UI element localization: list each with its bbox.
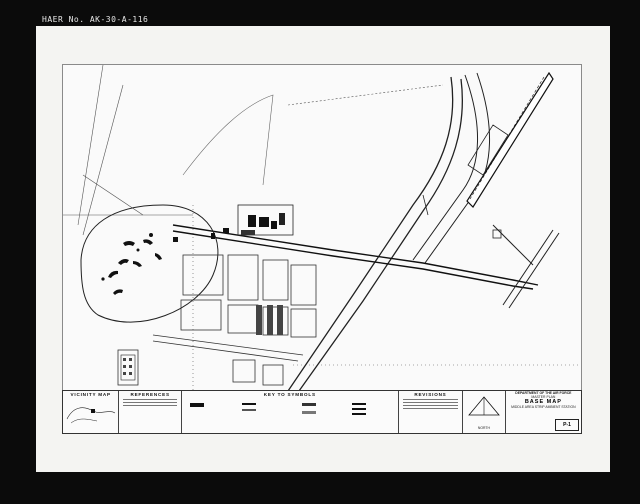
title-block: VICINITY MAP REFERENCES KEY TO SYMBOLS R… bbox=[62, 390, 582, 434]
station-name: MIDDLE AREA STRIP AMBIENT STATION bbox=[511, 405, 576, 409]
divider bbox=[123, 399, 177, 400]
drawing-title-panel: DEPARTMENT OF THE AIR FORCE MASTER PLAN … bbox=[506, 391, 581, 433]
department: DEPARTMENT OF THE AIR FORCE bbox=[515, 391, 572, 395]
housing-grid bbox=[117, 254, 317, 386]
sheet-number: P-1 bbox=[554, 419, 579, 431]
divider bbox=[402, 399, 459, 400]
divider bbox=[402, 405, 459, 406]
north-arrow-icon bbox=[468, 396, 500, 416]
access-road bbox=[412, 72, 490, 264]
contour bbox=[182, 94, 274, 186]
references-panel: REFERENCES bbox=[119, 391, 182, 433]
divider bbox=[123, 405, 177, 406]
base-map bbox=[62, 64, 582, 392]
plan-type: MASTER PLAN bbox=[531, 395, 556, 399]
drawing-title: BASE MAP bbox=[524, 399, 562, 405]
divider bbox=[123, 402, 177, 403]
revisions-panel: REVISIONS bbox=[399, 391, 464, 433]
housing-blocks bbox=[120, 305, 283, 381]
references-title: REFERENCES bbox=[130, 392, 170, 397]
vicinity-map-title: VICINITY MAP bbox=[70, 392, 111, 397]
key-to-symbols-panel: KEY TO SYMBOLS bbox=[182, 391, 399, 433]
main-road bbox=[172, 224, 539, 290]
key-to-symbols-title: KEY TO SYMBOLS bbox=[263, 392, 316, 397]
haer-number: HAER No. AK-30-A-116 bbox=[42, 15, 149, 24]
road bbox=[77, 65, 104, 226]
perimeter-loop bbox=[80, 204, 219, 323]
divider bbox=[402, 402, 459, 403]
revetments bbox=[101, 233, 162, 295]
runway bbox=[466, 71, 554, 208]
highway bbox=[287, 76, 464, 391]
road bbox=[82, 84, 124, 236]
north-arrow-panel: NORTH bbox=[463, 391, 506, 433]
cantonment-area bbox=[173, 204, 294, 242]
east-site bbox=[422, 194, 502, 239]
divider bbox=[402, 408, 459, 409]
north-label: NORTH bbox=[477, 426, 490, 430]
east-road bbox=[492, 224, 560, 309]
revisions-title: REVISIONS bbox=[414, 392, 447, 397]
map-drawing bbox=[63, 65, 581, 391]
vicinity-map-sketch bbox=[66, 407, 116, 424]
road bbox=[82, 174, 144, 216]
property-line bbox=[287, 84, 444, 106]
vicinity-map-panel: VICINITY MAP bbox=[63, 391, 120, 433]
legend-symbols bbox=[189, 403, 366, 415]
